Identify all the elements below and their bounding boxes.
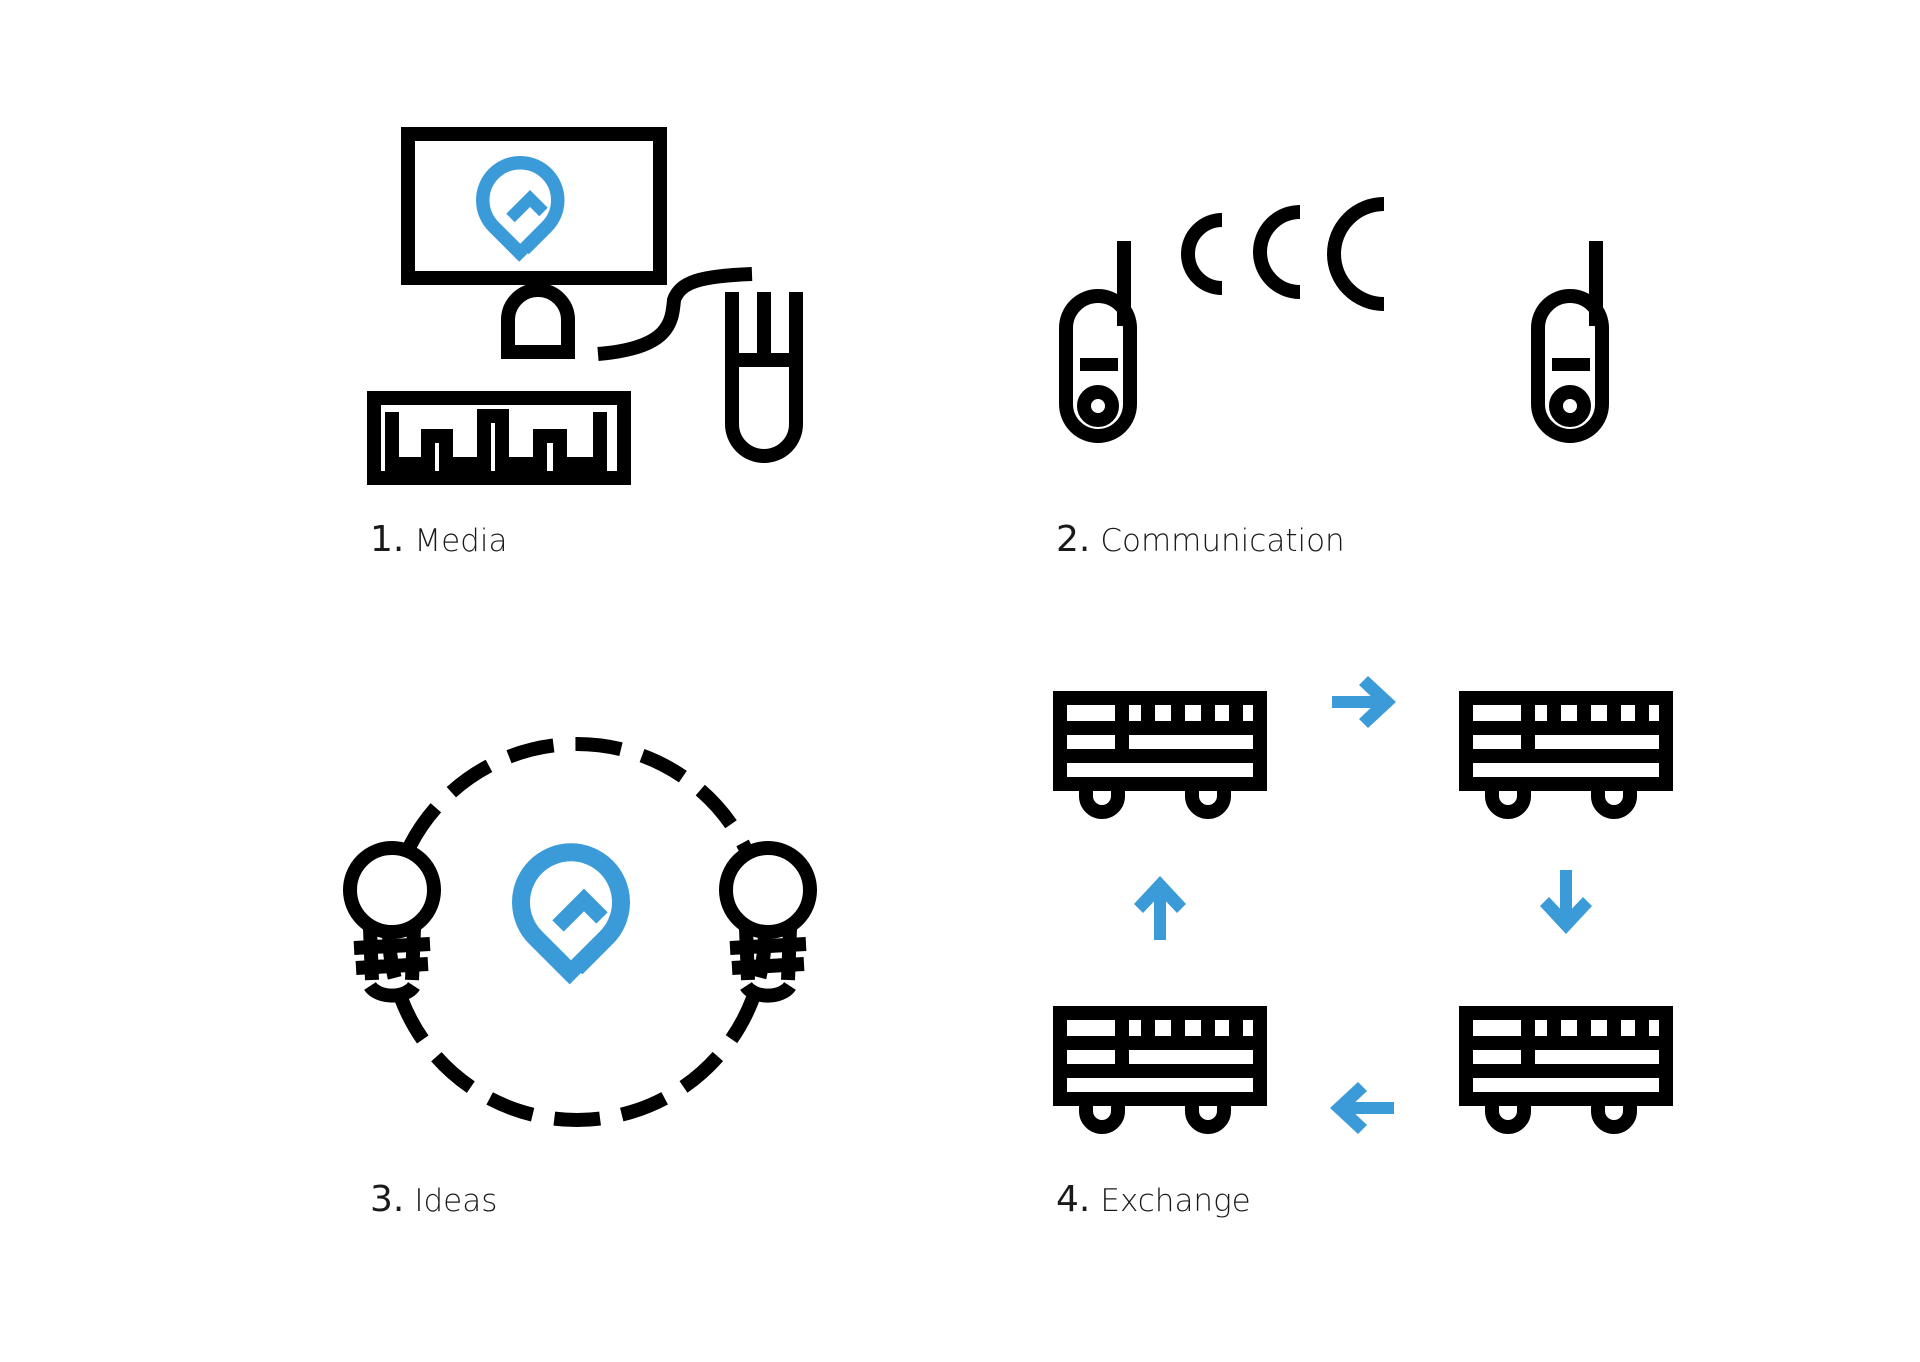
caption-number: 1. <box>370 519 405 560</box>
phone-left-icon <box>1066 241 1130 436</box>
phone-right-icon <box>1538 241 1602 436</box>
tram-bottom-left-icon <box>1060 1013 1260 1127</box>
caption-number: 4. <box>1056 1179 1091 1220</box>
caption-label: Exchange <box>1100 1183 1251 1219</box>
tram-top-left-icon <box>1060 698 1260 812</box>
signal-waves-icon <box>1181 197 1385 311</box>
caption-communication: 2.Communication <box>1056 522 1345 558</box>
communication-illustration <box>1066 197 1602 436</box>
lightbulb-right-icon <box>720 842 816 996</box>
mouse-icon <box>597 267 803 463</box>
loop-logo-large-icon <box>521 852 621 978</box>
loop-logo-icon <box>483 163 558 257</box>
arrow-right-icon <box>1332 676 1396 728</box>
caption-label: Ideas <box>414 1183 498 1219</box>
caption-exchange: 4.Exchange <box>1056 1182 1251 1218</box>
caption-media: 1.Media <box>370 522 507 558</box>
exchange-illustration <box>1060 676 1666 1134</box>
arrow-left-icon <box>1330 1082 1394 1134</box>
caption-label: Media <box>414 523 508 559</box>
lightbulb-left-icon <box>344 842 440 996</box>
caption-ideas: 3.Ideas <box>370 1182 497 1218</box>
tram-bottom-right-icon <box>1466 1013 1666 1127</box>
keyboard-icon <box>367 391 631 485</box>
monitor-icon <box>401 127 667 359</box>
dashed-circle <box>382 737 772 1127</box>
tram-top-right-icon <box>1466 698 1666 812</box>
media-illustration <box>367 127 803 485</box>
caption-label: Communication <box>1100 523 1345 559</box>
arrow-down-icon <box>1540 870 1592 934</box>
caption-number: 3. <box>370 1179 405 1220</box>
ideas-illustration <box>344 737 816 1127</box>
arrow-up-icon <box>1134 876 1186 940</box>
caption-number: 2. <box>1056 519 1091 560</box>
